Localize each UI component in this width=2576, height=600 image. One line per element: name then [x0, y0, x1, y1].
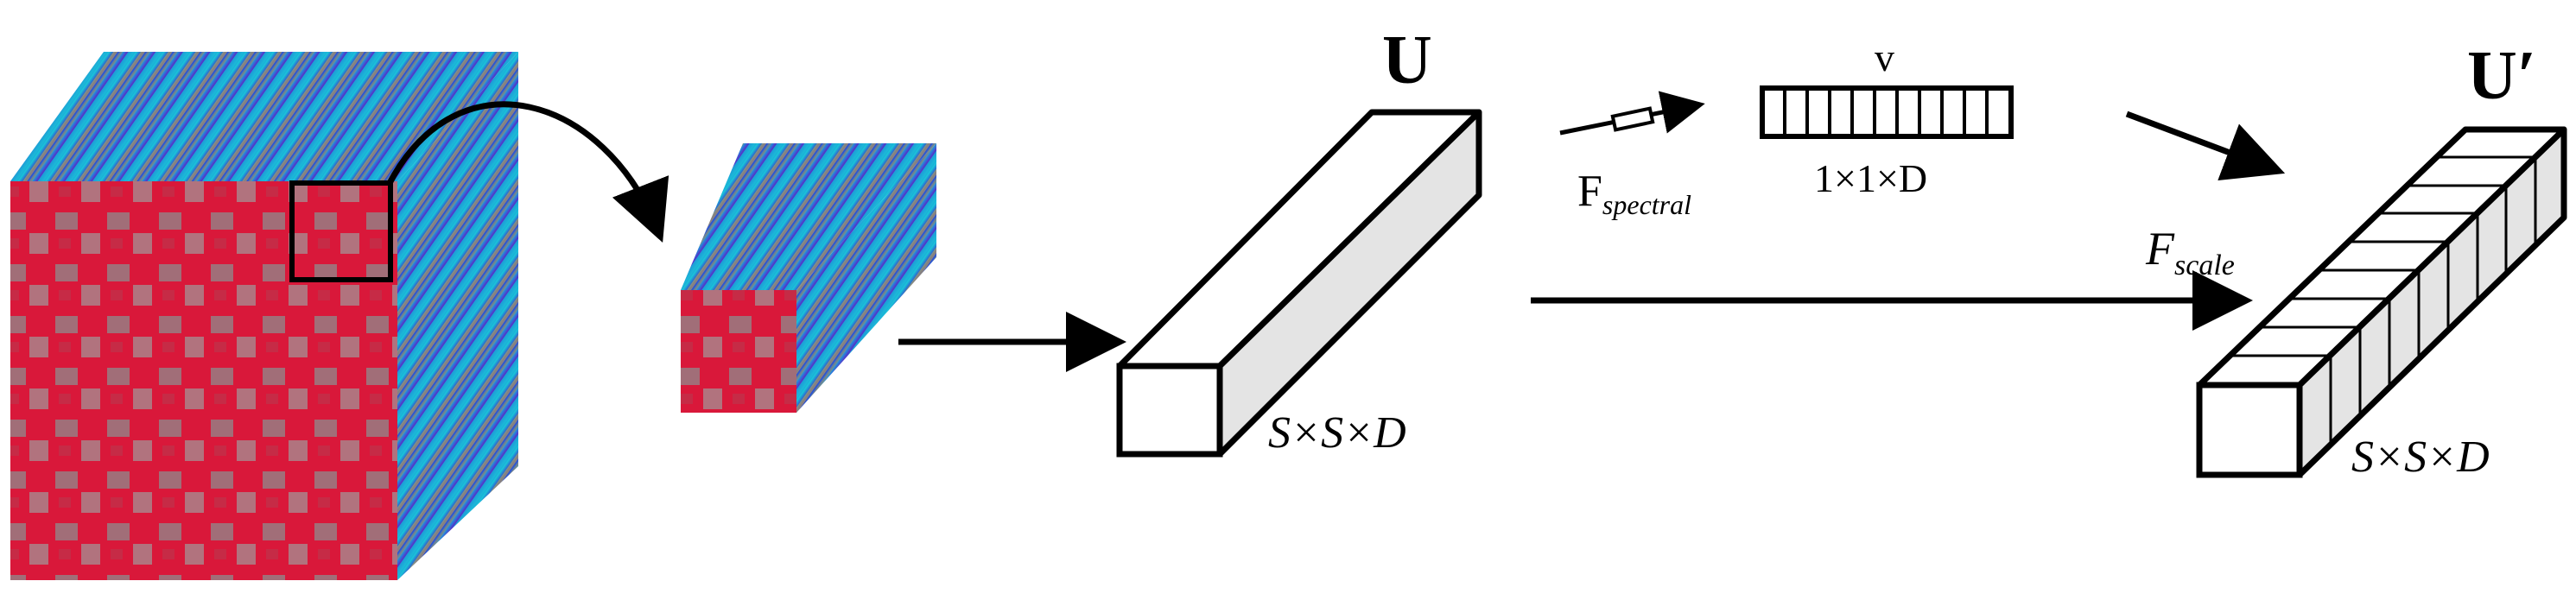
- f-spectral-main: F: [1577, 167, 1602, 216]
- extract-patch-arrow: [385, 101, 669, 243]
- f-spectral-arrow: [1559, 91, 1705, 136]
- u-prime-top-slices: [2230, 155, 2535, 357]
- vector-v: [1760, 85, 2014, 139]
- u-dimension-label: S×S×D: [1268, 408, 1406, 458]
- u-prime-label: U′: [2467, 38, 2536, 114]
- v-label: v: [1875, 35, 1894, 79]
- f-spectral-op-icon: [1610, 106, 1655, 132]
- vector-dimension-label: 1×1×D: [1814, 156, 1927, 200]
- vector-v-frame: [1760, 85, 2014, 139]
- patch-cube: [681, 143, 936, 413]
- f-spectral-sub: spectral: [1602, 189, 1691, 220]
- patch-front-face: [681, 290, 796, 413]
- patch-side-face: [796, 143, 936, 413]
- output-block-u-prime: [2196, 126, 2567, 478]
- f-spectral-label: Fspectral: [1577, 167, 1691, 220]
- cube-top-face: [10, 52, 518, 181]
- f-scale-label: Fscale: [2145, 223, 2235, 281]
- vector-v-cells: [1783, 88, 1989, 136]
- v-to-u-prime-arrow: [2125, 111, 2286, 181]
- cube-side-face: [397, 52, 518, 580]
- feature-block-u: [1116, 109, 1482, 458]
- u-front-face: [1116, 363, 1223, 458]
- u-prime-dimension-label: S×S×D: [2351, 433, 2490, 482]
- f-scale-main: F: [2145, 223, 2175, 275]
- patch-top-face: [681, 143, 936, 290]
- hyperspectral-cube: [10, 52, 518, 580]
- u-prime-side-slices: [2329, 157, 2537, 445]
- u-prime-front-face: [2196, 382, 2303, 478]
- cube-front-face-image: [10, 181, 397, 580]
- u-label: U: [1382, 22, 1432, 98]
- f-scale-sub: scale: [2174, 249, 2235, 281]
- selection-box: [289, 180, 393, 282]
